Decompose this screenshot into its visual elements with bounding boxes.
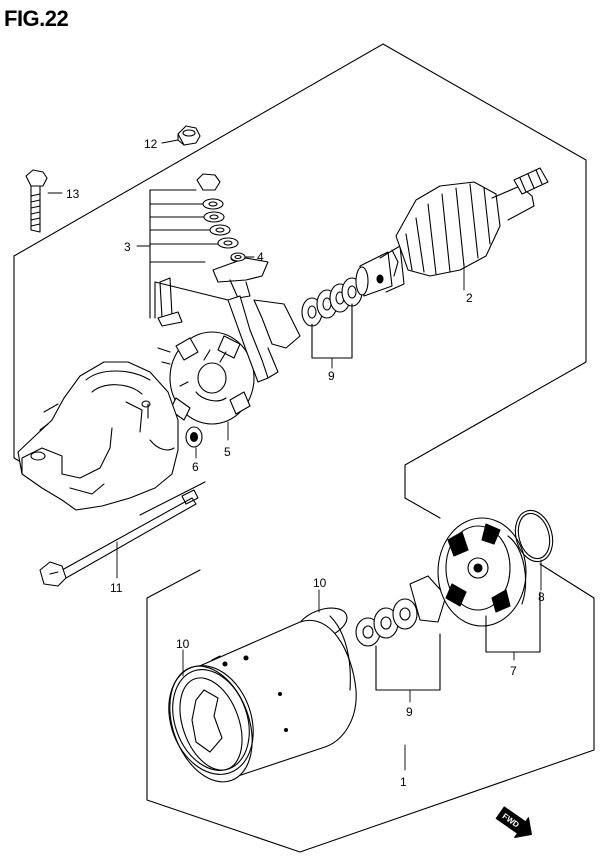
rear-housing — [17, 361, 179, 511]
washer-stack-part-3 — [149, 173, 269, 327]
callout-2: 2 — [466, 291, 473, 305]
bearing-part-6 — [185, 426, 203, 448]
callout-9-lower: 9 — [406, 705, 413, 719]
through-bolt-part-11 — [39, 489, 199, 587]
armature-part-2 — [355, 167, 549, 297]
callout-13: 13 — [66, 187, 80, 201]
figure-title: FIG.22 — [4, 6, 69, 31]
brush-holder-part-5 — [157, 295, 301, 425]
o-ring-part-10-lower — [168, 665, 254, 775]
callout-12: 12 — [144, 137, 158, 151]
callout-8: 8 — [538, 590, 545, 604]
callout-labels: 1 2 3 4 5 6 7 8 9 9 10 10 11 12 13 — [66, 137, 545, 789]
callout-11: 11 — [110, 581, 123, 595]
bolt-part-13 — [25, 169, 48, 233]
leader-lines — [47, 139, 542, 771]
callout-3: 3 — [124, 240, 131, 254]
washer-part-4 — [230, 252, 246, 262]
callout-10-upper: 10 — [313, 576, 327, 590]
fwd-direction-marker: FWD — [495, 806, 532, 838]
callout-6: 6 — [192, 460, 199, 474]
callout-9-upper: 9 — [328, 369, 335, 383]
callout-4: 4 — [257, 250, 264, 264]
callout-10-lower: 10 — [176, 637, 190, 651]
washer-set-part-9-upper — [301, 277, 363, 359]
callout-7: 7 — [510, 664, 517, 678]
callout-1: 1 — [400, 775, 407, 789]
front-cover-part-7 — [437, 517, 541, 653]
callout-5: 5 — [224, 445, 231, 459]
nut-part-12 — [177, 125, 201, 146]
lower-assembly-frame — [146, 497, 595, 853]
yoke-part-1 — [169, 615, 357, 783]
washer-set-part-9-lower — [355, 575, 447, 691]
